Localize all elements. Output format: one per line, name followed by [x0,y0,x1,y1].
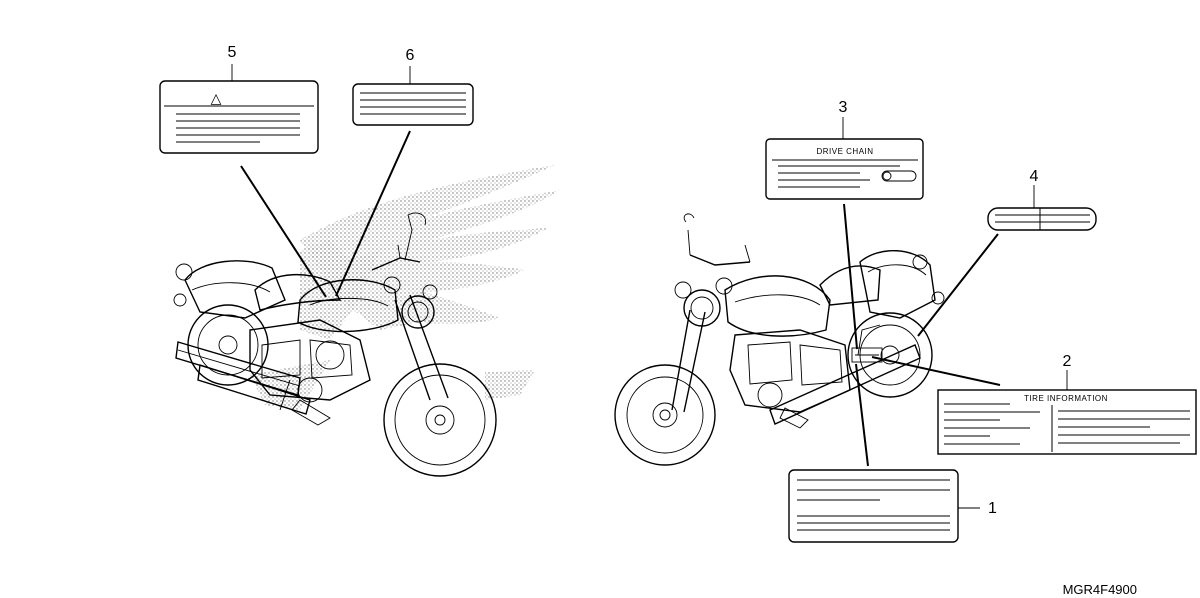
svg-text:TIRE INFORMATION: TIRE INFORMATION [1024,394,1108,403]
leader-3 [843,203,858,350]
leader-2 [871,356,1001,386]
fuel-tank [297,279,399,333]
motorcycle-right-view [614,213,945,466]
callout-4: 4 [1030,168,1039,185]
label-5-warning-sticker: △ [159,80,319,154]
callout-1: 1 [988,500,997,517]
callout-6: 6 [406,47,415,64]
rear-wheel [847,312,933,398]
diagram-code: MGR4F4900 [1063,582,1137,597]
callout-2: 2 [1063,353,1072,370]
callout-3: 3 [839,99,848,116]
leader-6 [335,130,411,297]
motorcycle-left-view [173,165,560,477]
callout-5: 5 [228,44,237,61]
svg-text:DRIVE CHAIN: DRIVE CHAIN [816,147,873,156]
label-1-sticker [788,469,959,543]
label-4-sticker [987,207,1097,231]
headlight [683,289,721,327]
wing-emblem-watermark [250,165,560,410]
headlight [401,295,435,329]
leader-5 [240,165,327,298]
label-2-tire-information-sticker: TIRE INFORMATION [937,389,1197,455]
front-wheel [383,363,497,477]
front-wheel [614,364,716,466]
label-3-drive-chain-sticker: DRIVE CHAIN [765,138,924,200]
exhaust-pipes [175,341,301,396]
leader-1 [855,363,869,467]
label-6-sticker [352,83,474,126]
fuel-tank [724,275,831,337]
warning-triangle-icon: △ [211,91,222,107]
leader-4 [917,233,999,337]
